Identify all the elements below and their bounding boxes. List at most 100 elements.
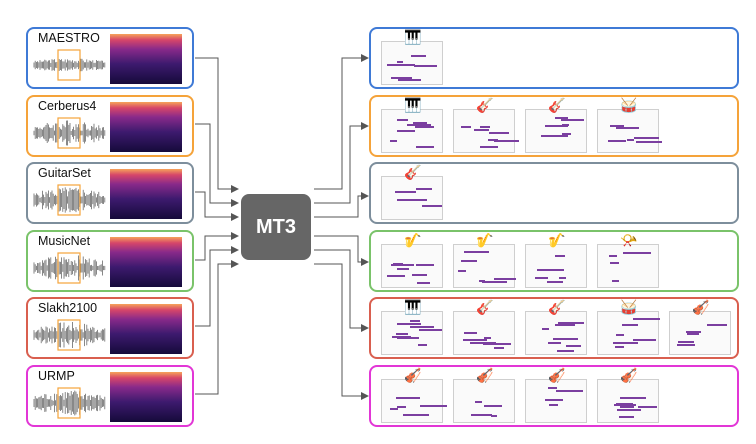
arrow-urmp-out	[314, 263, 369, 400]
note	[463, 332, 477, 335]
note	[397, 129, 416, 132]
note	[416, 145, 434, 148]
arrow-slakh-out	[314, 249, 369, 332]
note	[390, 76, 413, 79]
note	[619, 415, 635, 418]
viola-icon: 🎻	[548, 366, 566, 383]
violin-icon: 🎻	[404, 366, 422, 383]
electric-guitar-icon: 🎸	[476, 299, 494, 315]
drums-icon: 🥁	[620, 96, 638, 113]
clarinet-icon: 🎷	[404, 231, 422, 248]
dataset-name: Cerberus4	[38, 98, 97, 113]
note	[418, 328, 442, 331]
arrow-urmp-in	[195, 260, 239, 395]
arrow-musicnet-out	[314, 235, 369, 266]
spectrogram	[110, 169, 182, 219]
double-bass-icon: 🎻	[620, 366, 638, 383]
note	[391, 264, 414, 267]
bassoon-icon: 🎷	[476, 231, 494, 248]
note	[391, 335, 412, 338]
note	[396, 333, 408, 336]
spectrogram	[110, 101, 182, 152]
mt3-label: MT3	[256, 215, 296, 238]
note	[636, 140, 663, 143]
note	[632, 318, 661, 321]
guitar-icon: 🎸	[548, 299, 566, 315]
note	[607, 140, 626, 143]
arrow-maestro-out	[314, 54, 369, 190]
note	[561, 123, 570, 126]
note	[490, 414, 498, 417]
dataset-box: URMP	[26, 364, 194, 427]
note	[678, 341, 695, 344]
note	[555, 117, 569, 120]
note	[561, 118, 584, 121]
note	[621, 405, 635, 408]
note	[396, 198, 422, 201]
note	[469, 341, 497, 344]
note	[390, 408, 398, 411]
transcription-output-box: 🎸	[369, 162, 739, 224]
dataset-box: MAESTRO	[26, 27, 194, 89]
note	[479, 125, 491, 128]
note	[475, 339, 483, 342]
note	[493, 346, 504, 349]
note	[461, 260, 477, 263]
note	[413, 64, 437, 67]
note	[493, 139, 520, 142]
piano-icon: 🎹	[404, 96, 422, 113]
dataset-name: MusicNet	[38, 233, 91, 248]
segment-highlight	[57, 116, 81, 149]
transcription-output-box: 🎷🎷🎷📯	[369, 229, 739, 292]
piano-roll: 🎷	[381, 233, 443, 288]
note	[414, 126, 435, 129]
piano-roll: 🎷	[525, 233, 587, 288]
note	[616, 403, 634, 406]
dataset-box: MusicNet	[26, 229, 194, 292]
note	[706, 323, 727, 326]
note	[396, 396, 421, 399]
note	[493, 277, 517, 280]
note	[415, 264, 434, 267]
note	[396, 118, 408, 121]
note	[419, 405, 447, 408]
arrow-musicnet-in	[195, 232, 239, 261]
note	[482, 281, 508, 284]
note	[398, 78, 422, 81]
guitar-icon: 🎸	[404, 164, 422, 180]
note	[632, 338, 656, 341]
piano-roll: 🎻	[597, 368, 659, 423]
mt3-model-box: MT3	[241, 194, 311, 260]
note	[483, 342, 505, 345]
waveform	[33, 386, 106, 419]
note	[487, 138, 498, 141]
note	[555, 389, 583, 392]
note	[626, 139, 635, 142]
piano-roll: 🎷	[453, 233, 517, 288]
piano-roll: 🎸	[525, 98, 587, 153]
piano-roll: 🥁	[597, 98, 663, 153]
drums-icon: 🥁	[620, 299, 638, 315]
note	[470, 413, 492, 416]
note	[549, 404, 559, 407]
note	[418, 343, 428, 346]
arrow-cerberus-in	[195, 123, 239, 207]
dataset-name: URMP	[38, 368, 75, 383]
note	[558, 277, 566, 280]
note	[565, 344, 581, 347]
piano-roll: 🥁	[597, 300, 661, 355]
note	[686, 331, 702, 334]
note	[609, 124, 624, 127]
waveform	[33, 49, 106, 81]
arrow-cerberus-out	[314, 122, 369, 204]
dataset-box: Cerberus4	[26, 94, 194, 157]
note	[396, 267, 410, 270]
note	[616, 409, 641, 412]
synth-keyboard-icon: 🎹	[404, 299, 422, 315]
piano-roll: 🎸	[525, 300, 587, 355]
note	[396, 61, 404, 64]
piano-roll: 🎸	[381, 165, 443, 220]
waveform	[33, 184, 106, 216]
